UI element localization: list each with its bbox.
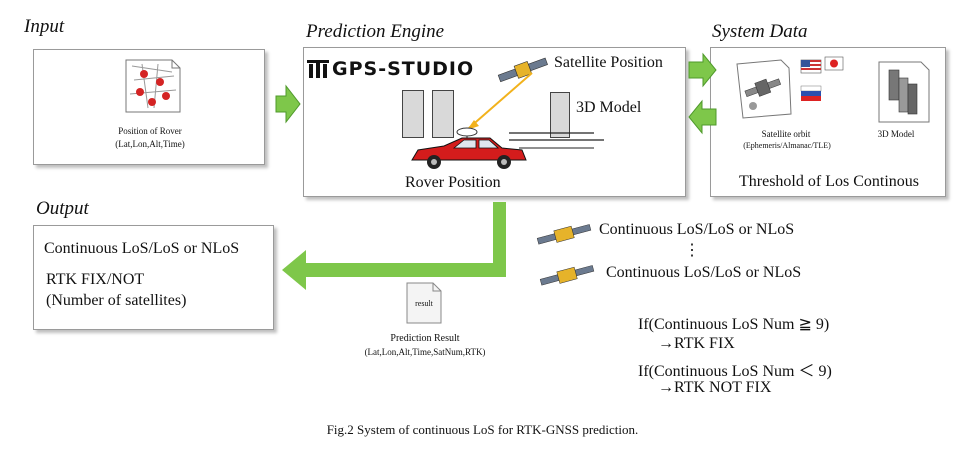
output-line-3: (Number of satellites)	[46, 292, 187, 309]
flags-icon	[800, 56, 844, 101]
engine-to-output-arrow	[282, 202, 506, 290]
rover-fields-label: (Lat,Lon,Alt,Time)	[115, 139, 185, 149]
building-left	[402, 90, 424, 138]
3d-model-document-icon	[878, 61, 930, 123]
building-right	[550, 92, 570, 138]
rover-position-engine-label: Rover Position	[405, 174, 501, 191]
output-line-2: RTK FIX/NOT	[46, 271, 145, 288]
satellite-ellipsis: ⋮	[684, 242, 700, 259]
rule-line-4: →RTK NOT FIX	[658, 379, 772, 396]
input-title: Input	[24, 16, 65, 37]
engine-to-system-arrow	[688, 52, 717, 88]
building-middle	[432, 90, 454, 138]
output-line-1: Continuous LoS/LoS or NLoS	[44, 240, 240, 257]
satellite-row-1-label: Continuous LoS/LoS or NLoS	[599, 221, 795, 238]
prediction-result-title: Prediction Result	[390, 333, 460, 344]
engine-scene	[456, 72, 604, 149]
map-document-icon	[125, 59, 181, 113]
output-box: Continuous LoS/LoS or NLoS RTK FIX/NOT (…	[33, 225, 274, 330]
rover-position-label: Position of Rover	[118, 126, 182, 136]
rule-line-1: If(Continuous LoS Num ≧ 9)	[638, 316, 830, 333]
prediction-engine-box: GPS-STUDIO Satellite Position 3D Model R…	[303, 47, 686, 197]
figure-caption: Fig.2 System of continuous LoS for RTK-G…	[326, 422, 639, 437]
input-to-engine-arrow	[275, 84, 301, 124]
system-3d-model-label: 3D Model	[877, 129, 915, 139]
satellite-icon-row-1	[536, 224, 592, 245]
3d-model-label: 3D Model	[576, 99, 642, 116]
satellite-orbit-document-icon	[736, 59, 792, 119]
rule-line-2: →RTK FIX	[658, 335, 735, 352]
system-data-box: Satellite orbit (Ephemeris/Almanac/TLE) …	[710, 47, 946, 197]
satellite-position-label: Satellite Position	[554, 54, 663, 71]
gps-studio-logo-text: GPS-STUDIO	[332, 58, 475, 80]
engine-title: Prediction Engine	[306, 21, 445, 42]
input-box: Position of Rover (Lat,Lon,Alt,Time)	[33, 49, 265, 165]
output-title: Output	[36, 198, 89, 219]
orbit-sources-label: (Ephemeris/Almanac/TLE)	[743, 141, 831, 150]
gps-studio-logo-icon	[307, 60, 329, 78]
car-icon	[411, 137, 527, 169]
rule-line-3: If(Continuous LoS Num ＜ 9)	[638, 363, 832, 380]
system-to-engine-arrow	[688, 99, 717, 135]
satellite-icon	[497, 57, 548, 83]
satellite-icon-row-2	[539, 265, 595, 286]
result-doc-label: result	[415, 299, 433, 308]
system-title: System Data	[712, 21, 808, 42]
satellite-orbit-label: Satellite orbit	[761, 129, 811, 139]
result-document-icon	[406, 282, 442, 324]
prediction-result-fields: (Lat,Lon,Alt,Time,SatNum,RTK)	[364, 347, 486, 357]
threshold-label: Threshold of Los Continous	[739, 173, 919, 190]
satellite-row-2-label: Continuous LoS/LoS or NLoS	[606, 264, 802, 281]
